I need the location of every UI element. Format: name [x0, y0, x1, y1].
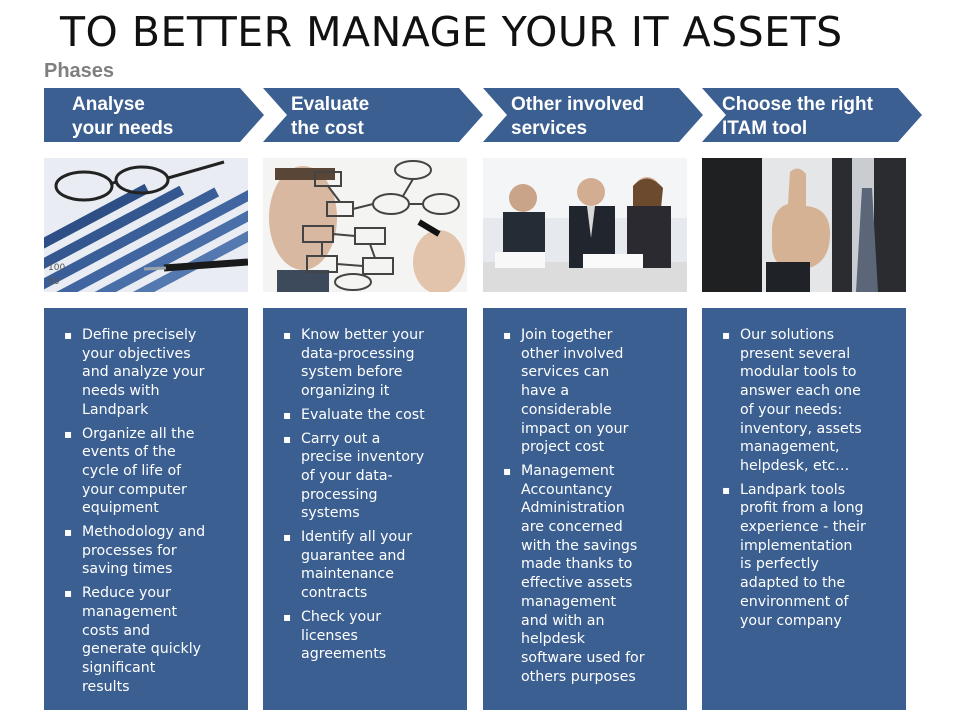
list-item: ▪Evaluate the cost — [283, 406, 425, 423]
section-subtitle: Phases — [44, 60, 115, 82]
phase-panel: ▪Join together other involved services c… — [483, 308, 687, 710]
bullet-text: Check your licenses agreements — [301, 608, 387, 663]
list-item: ▪Carry out a precise inventory of your d… — [283, 430, 425, 522]
list-item: ▪Our solutions present several modular t… — [722, 327, 862, 474]
bullet-text: Our solutions present several modular to… — [740, 327, 862, 474]
phase-label: Other involved services — [511, 94, 645, 139]
phase-chevron: Analyse your needs — [44, 88, 264, 142]
phase-label: Evaluate the cost — [291, 94, 370, 139]
bullet-list: ▪Know better your data-processing system… — [283, 326, 457, 664]
bullet-text: Define precisely your objectives and ana… — [82, 327, 205, 418]
business-meeting-photo — [483, 158, 687, 292]
svg-text:100: 100 — [48, 263, 65, 273]
phase-chevron: Choose the right ITAM tool — [702, 88, 922, 142]
bullet-text: Methodology and processes for saving tim… — [82, 524, 206, 578]
phase-column-tool: Choose the right ITAM tool ▪Our solution… — [702, 88, 922, 710]
bullet-text: Carry out a precise inventory of your da… — [301, 430, 425, 522]
bullet-text: Evaluate the cost — [301, 406, 425, 423]
phase-column-evaluate: Evaluate the cost — [263, 88, 483, 710]
phase-panel: ▪Define precisely your objectives and an… — [44, 308, 248, 710]
bullet-text: Join together other involved services ca… — [521, 327, 629, 456]
list-item: ▪Check your licenses agreements — [283, 608, 387, 663]
list-item: ▪Methodology and processes for saving ti… — [64, 524, 206, 578]
bullet-list: ▪Define precisely your objectives and an… — [64, 326, 238, 696]
svg-text:50: 50 — [48, 277, 60, 287]
page-title: TO BETTER MANAGE YOUR IT ASSETS — [60, 8, 843, 56]
bullet-text: Organize all the events of the cycle of … — [82, 425, 195, 517]
phase-column-services: Other involved services ▪Join together o… — [483, 88, 703, 710]
phase-column-analyse: Analyse your needs 50 100 ▪Define prec — [44, 88, 264, 710]
list-item: ▪Identify all your guarantee and mainten… — [283, 529, 413, 602]
list-item: ▪Management Accountancy Administration a… — [503, 462, 645, 685]
thumbs-up-photo — [702, 158, 906, 292]
phase-chevron: Other involved services — [483, 88, 703, 142]
bullet-text: Management Accountancy Administration ar… — [521, 462, 645, 685]
bullet-text: Know better your data-processing system … — [301, 327, 424, 400]
list-item: ▪Reduce your management costs and genera… — [64, 585, 202, 695]
bullet-list: ▪Our solutions present several modular t… — [722, 326, 896, 630]
bullet-text: Landpark tools profit from a long experi… — [740, 481, 866, 629]
phase-panel: ▪Know better your data-processing system… — [263, 308, 467, 710]
bullet-text: Reduce your management costs and generat… — [82, 585, 202, 695]
phase-label: Analyse your needs — [72, 94, 174, 139]
list-item: ▪Join together other involved services c… — [503, 327, 629, 456]
phase-panel: ▪Our solutions present several modular t… — [702, 308, 906, 710]
chart-glasses-photo: 50 100 — [44, 158, 248, 292]
phase-chevron: Evaluate the cost — [263, 88, 483, 142]
list-item: ▪Define precisely your objectives and an… — [64, 327, 205, 418]
flowchart-photo — [263, 158, 467, 292]
list-item: ▪Know better your data-processing system… — [283, 327, 424, 400]
list-item: ▪Organize all the events of the cycle of… — [64, 425, 195, 517]
bullet-text: Identify all your guarantee and maintena… — [301, 529, 413, 602]
phase-label: Choose the right ITAM tool — [722, 94, 873, 139]
list-item: ▪Landpark tools profit from a long exper… — [722, 481, 866, 629]
bullet-list: ▪Join together other involved services c… — [503, 326, 677, 686]
